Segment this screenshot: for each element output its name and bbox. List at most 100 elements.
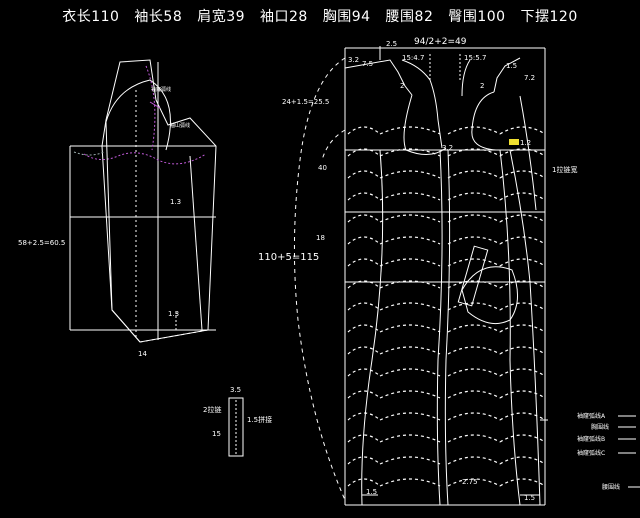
spread-curve <box>447 456 501 465</box>
spread-curve <box>379 302 441 311</box>
spread-curve <box>379 170 441 179</box>
spread-curve <box>447 302 501 311</box>
spread-curve <box>347 302 381 311</box>
legend-label: 袖窿弧线C <box>577 449 605 457</box>
spread-curve <box>499 148 546 157</box>
zipper-width: 1拉链宽 <box>552 165 577 174</box>
spread-curve <box>379 126 441 135</box>
spread-curve <box>379 236 441 245</box>
legend-item: 腰围线 <box>602 483 640 491</box>
neck-mid-right: 15:5.7 <box>464 54 486 62</box>
shoulder-left-a: 3.2 <box>348 56 359 64</box>
legend-item: 袖窿弧线B <box>577 435 636 443</box>
yellow-marker <box>509 139 519 145</box>
spread-curve <box>379 390 441 399</box>
measure-shoulder: 肩宽39 <box>197 9 246 25</box>
spread-curve <box>447 258 501 267</box>
waist-depth: 40 <box>318 164 327 172</box>
spread-curve <box>347 214 381 223</box>
spread-curve <box>347 324 381 333</box>
dim-2b: 2 <box>480 82 484 90</box>
spread-curve <box>447 368 501 377</box>
spread-curve <box>347 346 381 355</box>
spread-curve <box>447 126 501 135</box>
hip-depth: 18 <box>316 234 325 242</box>
sleeve-note-1: 袖窿弧线 <box>151 86 171 93</box>
sleeve-cap-b: 1.3 <box>168 310 179 318</box>
spread-curve <box>347 280 381 289</box>
shoulder-right: 1.5 <box>506 62 517 70</box>
spread-curve <box>379 192 441 201</box>
neck-mid-left: 15:4.7 <box>402 54 424 62</box>
sleeve-hem-label: 14 <box>138 350 147 358</box>
spread-curves <box>347 126 546 487</box>
expansion-guides <box>293 57 346 501</box>
spread-curve <box>499 346 546 355</box>
spread-curve <box>499 258 546 267</box>
spread-curve <box>347 478 381 487</box>
spread-curve <box>447 280 501 289</box>
spread-curve <box>499 236 546 245</box>
measure-chest: 胸围94 <box>322 9 371 25</box>
spread-curve <box>499 170 546 179</box>
spread-curve <box>347 390 381 399</box>
hem-right: 1.5 <box>524 494 535 502</box>
spread-curve <box>379 324 441 333</box>
spread-curve <box>347 192 381 201</box>
spread-curve <box>347 368 381 377</box>
sleeve-note-2: 袖山弧线 <box>170 122 190 129</box>
spread-curve <box>447 170 501 179</box>
measure-hip: 臀围100 <box>448 9 506 25</box>
spread-curve <box>499 456 546 465</box>
measure-sleeve: 袖长58 <box>134 9 183 25</box>
spread-curve <box>379 478 441 487</box>
hem-mid: 2.75 <box>462 478 478 486</box>
spread-curve <box>447 214 501 223</box>
shoulder-left-b: 7.5 <box>362 60 373 68</box>
dim-2a: 2 <box>400 82 404 90</box>
spread-curve <box>447 148 501 157</box>
spread-curve <box>499 214 546 223</box>
spread-curve <box>447 236 501 245</box>
legend-item: 袖窿弧线A <box>577 412 636 420</box>
center-dim: 3.2 <box>442 144 453 152</box>
spread-curve <box>499 478 546 487</box>
shoulder-right-b: 7.2 <box>524 74 535 82</box>
spread-curve <box>447 192 501 201</box>
spread-curve <box>447 478 501 487</box>
spread-curve <box>499 434 546 443</box>
measure-length: 衣长110 <box>62 9 120 25</box>
spread-curve <box>379 346 441 355</box>
spread-curve <box>499 192 546 201</box>
spread-curve <box>347 434 381 443</box>
spread-curve <box>379 258 441 267</box>
spread-curve <box>347 456 381 465</box>
spread-curve <box>347 148 381 157</box>
spread-curve <box>347 412 381 421</box>
spread-curve <box>347 258 381 267</box>
spread-curve <box>447 324 501 333</box>
measurement-header: 衣长110 袖长58 肩宽39 袖口28 胸围94 腰围82 臀围100 下摆1… <box>0 6 640 26</box>
chest-formula: 94/2+2=49 <box>414 37 467 47</box>
spread-curve <box>499 280 546 289</box>
yellow-mark-label: 1.2 <box>520 139 531 147</box>
bodice-pattern <box>344 46 548 506</box>
placket-left: 2拉链 <box>203 405 221 414</box>
sleeve-pattern <box>69 59 217 343</box>
spread-curve <box>379 456 441 465</box>
spread-curve <box>499 126 546 135</box>
spread-curve <box>447 346 501 355</box>
sleeve-length-label: 58+2.5=60.5 <box>18 239 65 247</box>
spread-curve <box>379 368 441 377</box>
neck-left: 2.5 <box>386 40 397 48</box>
spread-curve <box>347 126 381 135</box>
sleeve-cap-a: 1.3 <box>170 198 181 206</box>
spread-curve <box>379 148 441 157</box>
placket-right: 1.5拼接 <box>247 415 272 424</box>
spread-curve <box>447 412 501 421</box>
spread-curve <box>499 302 546 311</box>
legend-item: 袖窿弧线C <box>577 449 636 457</box>
total-length: 110+5=115 <box>258 252 319 263</box>
legend-item: 胸围线 <box>591 423 636 431</box>
